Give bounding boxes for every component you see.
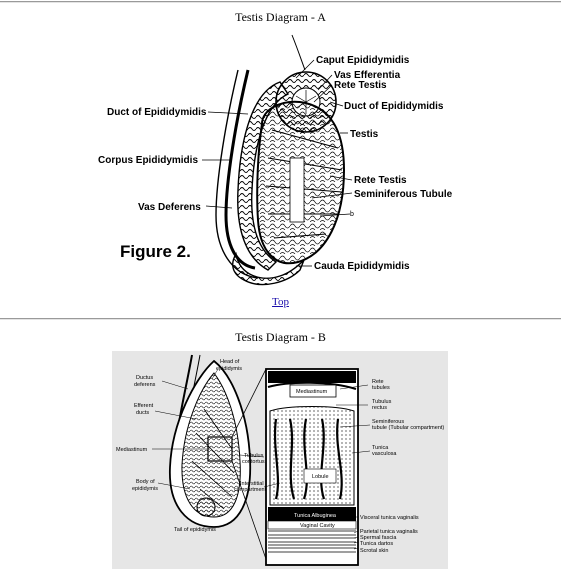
cord-line: [291, 34, 306, 71]
label-mediastinum-left: Mediastinum: [116, 447, 148, 453]
testis-diagram-a: Caput Epididymidis Vas Efferentia Rete T…: [98, 34, 453, 286]
label-rete-testis-top: Rete Testis: [334, 80, 387, 91]
label-spermal-fascia: Spermal fascia: [360, 535, 397, 541]
label-ductus-deferens-1: Ductus: [136, 375, 153, 381]
label-caput: Caput Epididymidis: [316, 55, 410, 66]
label-corpus: Corpus Epididymidis: [98, 155, 198, 166]
label-mediastinum-inset: Mediastinum: [296, 389, 328, 395]
label-vaginal-cavity: Vaginal Cavity: [300, 523, 335, 529]
top-rule: [0, 1, 561, 3]
label-scrotal-skin: Scrotal skin: [360, 548, 388, 554]
top-link[interactable]: Top: [272, 296, 289, 308]
label-efferent-ducts-1: Efferent: [134, 403, 154, 409]
section-b-title: Testis Diagram - B: [235, 330, 326, 344]
label-rete-testis-mid: Rete Testis: [354, 175, 407, 186]
leader-lines-b: [152, 368, 371, 550]
label-seminiferous-2: tubule (Tubular compartment): [372, 425, 444, 431]
label-vas-efferentia: Vas Efferentia: [334, 70, 401, 81]
label-vas-deferens: Vas Deferens: [138, 202, 201, 213]
label-interstitial-2: compartment: [234, 487, 267, 493]
label-tunica-vasculosa-2: vasculosa: [372, 451, 397, 457]
testis-shape: [256, 100, 346, 265]
label-duct-left: Duct of Epididymidis: [107, 107, 207, 118]
label-visceral-tunica: Visceral tunica vaginalis: [360, 515, 419, 521]
label-head-epididymis-2: epididymis: [216, 366, 242, 372]
section-a-title: Testis Diagram - A: [235, 10, 326, 24]
label-duct-right: Duct of Epididymidis: [344, 101, 444, 112]
label-parietal-tunica: Parietal tunica vaginalis: [360, 529, 418, 535]
leader-lines-a: [202, 59, 353, 267]
label-cauda: Cauda Epididymidis: [314, 261, 410, 272]
label-tail-epididymis: Tail of epididymis: [174, 527, 216, 533]
label-tubulus-contortus-2: contortus: [242, 459, 265, 465]
label-rete-tubules-1: Rete: [372, 379, 384, 385]
top-link-container: Top: [0, 296, 561, 308]
label-testis: Testis: [350, 129, 379, 140]
label-rete-tubules-2: tubules: [372, 385, 390, 391]
label-b: b: [350, 211, 354, 218]
label-ductus-deferens-2: deferens: [134, 382, 156, 388]
label-tubulus-rectus-2: rectus: [372, 405, 387, 411]
testis-diagram-b: Ductus deferens Efferent ducts Mediastin…: [112, 351, 448, 569]
figure-label: Figure 2.: [120, 242, 191, 261]
cauda-shape: [232, 252, 305, 286]
label-tubulus-rectus-1: Tubulus: [372, 399, 392, 405]
label-tubulus-contortus-1: Tubulus: [244, 453, 264, 459]
label-seminiferous-1: Seminiferous: [372, 419, 404, 425]
label-seminiferous: Seminiferous Tubule: [354, 189, 453, 200]
label-body-epididymis-2: epididymis: [132, 486, 158, 492]
label-tunica-albuginea: Tunica Albuginea: [294, 513, 337, 519]
label-efferent-ducts-2: ducts: [136, 410, 149, 416]
testis-section-shape: [169, 354, 252, 528]
label-interstitial-1: Interstitial: [240, 481, 264, 487]
middle-rule: [0, 318, 561, 320]
label-tunica-dartos: Tunica dartos: [360, 541, 393, 547]
label-lobule: Lobule: [312, 474, 329, 480]
label-head-epididymis-1: Head of: [220, 359, 240, 365]
label-body-epididymis-1: Body of: [136, 479, 155, 485]
magnified-inset: [265, 368, 359, 566]
epididymis-body-shape: [237, 81, 290, 271]
label-tunica-vasculosa-1: Tunica: [372, 445, 389, 451]
